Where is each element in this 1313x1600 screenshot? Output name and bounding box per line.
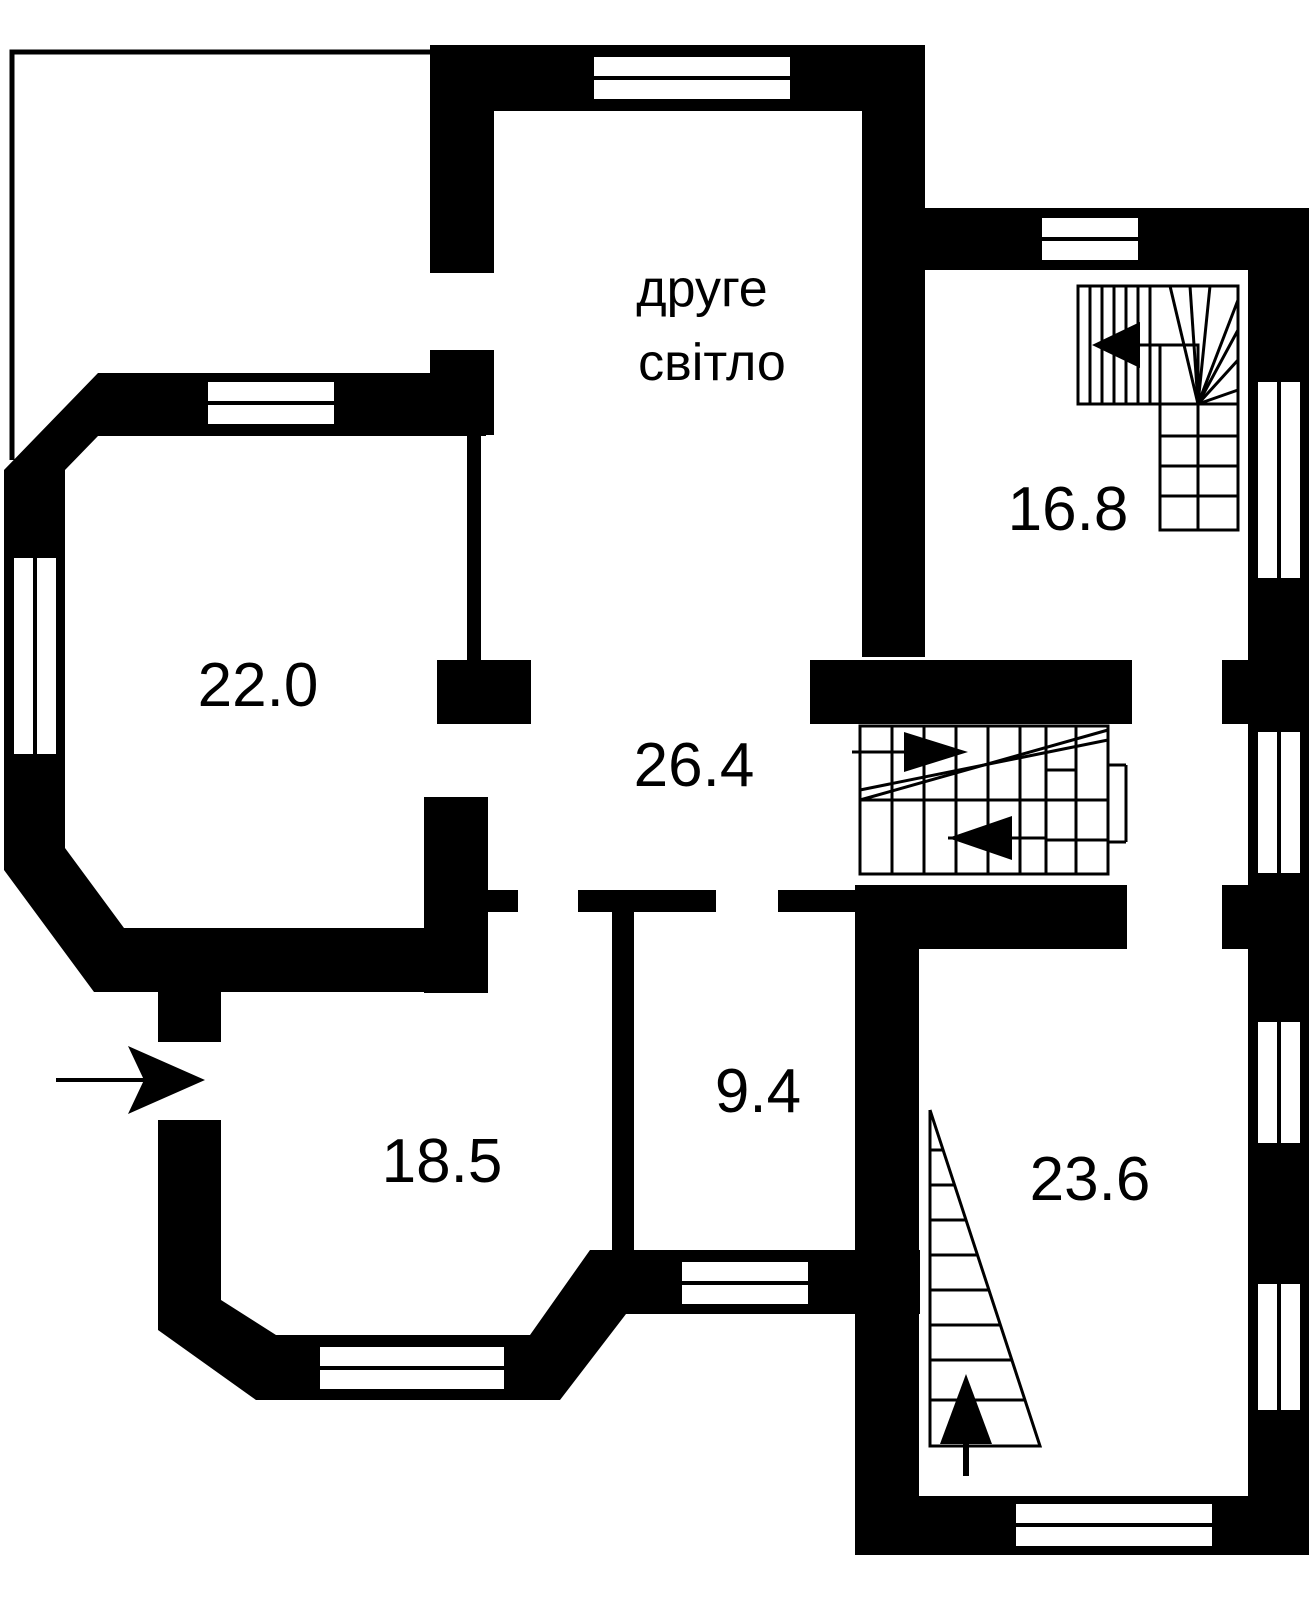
- stair-lower-right-arrow-up-icon: [940, 1374, 992, 1444]
- interior-walls: [424, 436, 1252, 1250]
- label-room-left-area: 22.0: [198, 651, 319, 720]
- wall-right-lower-left: [855, 890, 919, 1555]
- wall-dh-right: [862, 45, 925, 657]
- wall-stair-lower: [855, 885, 1127, 949]
- windows: [10, 53, 1304, 1550]
- wall-partition-upper: [467, 436, 481, 662]
- wall-partition-small: [612, 905, 634, 1250]
- stair-center-arrow-left-icon: [948, 816, 1012, 860]
- wall-stub-a: [486, 890, 518, 912]
- stair-center-arrow-right-icon: [904, 732, 968, 772]
- wall-partition-lower: [424, 797, 488, 993]
- label-room-stair-bottom-area: 23.6: [1030, 1145, 1151, 1214]
- exterior-walls: [4, 45, 1309, 1555]
- wall-room-left-octagon: [4, 373, 486, 992]
- label-room-entry-area: 18.5: [382, 1127, 503, 1196]
- label-double-height-line2: світло: [638, 334, 786, 392]
- wall-stair-lower-right: [1222, 885, 1252, 949]
- label-hall-area: 26.4: [634, 731, 755, 800]
- label-room-stair-top-area: 16.8: [1008, 475, 1129, 544]
- wall-stair-upper: [810, 660, 1132, 724]
- wall-pier-center: [437, 660, 531, 724]
- terrace-outline: [9, 49, 432, 460]
- wall-dh-left-upper: [430, 45, 494, 273]
- wall-stair-upper-right: [1222, 660, 1252, 724]
- wall-stub-b: [578, 890, 716, 912]
- wall-entry-upper-stub: [158, 960, 221, 1042]
- label-double-height-line1: друге: [636, 260, 767, 318]
- entry-arrow-icon: [128, 1046, 205, 1114]
- wall-stub-c: [778, 890, 856, 912]
- label-room-small-area: 9.4: [715, 1057, 801, 1126]
- stair-upper-right-arrow-icon: [1092, 322, 1140, 368]
- stair-lower-right: [928, 1109, 1043, 1476]
